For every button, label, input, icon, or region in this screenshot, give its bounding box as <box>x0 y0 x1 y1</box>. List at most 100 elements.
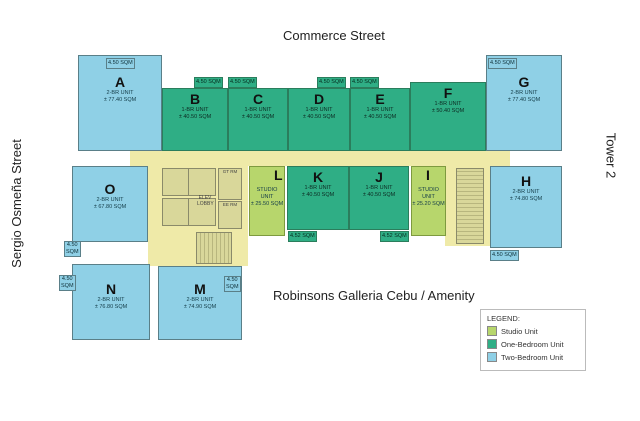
unit-k[interactable]: K 1-BR UNIT ± 40.50 SQM <box>287 166 349 230</box>
balcony-m-unit: SQM <box>226 284 239 290</box>
unit-i-type: STUDIO UNIT <box>418 187 439 200</box>
legend-item-studio: Studio Unit <box>487 326 585 336</box>
unit-l-area: ± 25.50 SQM <box>250 201 284 207</box>
unit-b-area: ± 40.50 SQM <box>178 114 212 120</box>
street-label-top: Commerce Street <box>283 28 385 43</box>
legend-item-two-bedroom: Two-Bedroom Unit <box>487 352 585 362</box>
balcony-c: 4.50 SQM <box>228 77 257 88</box>
unit-e-area: ± 40.50 SQM <box>363 114 397 120</box>
elev-lobby-label: ELEV LOBBY <box>197 195 214 207</box>
unit-e-letter: E <box>375 91 385 107</box>
unit-a-letter: A <box>114 74 126 90</box>
unit-e-type: 1-BR UNIT <box>366 107 394 113</box>
unit-f-area: ± 50.40 SQM <box>431 108 465 114</box>
legend-swatch-one-bedroom <box>487 339 497 349</box>
utility-room-1-label: GT RM <box>222 169 238 174</box>
balcony-d: 4.50 SQM <box>317 77 346 88</box>
unit-g[interactable]: G 2-BR UNIT ± 77.40 SQM <box>486 55 562 151</box>
unit-b[interactable]: B 1-BR UNIT ± 40.50 SQM <box>162 88 228 151</box>
legend-swatch-studio <box>487 326 497 336</box>
unit-l-type: STUDIO UNIT <box>256 187 278 200</box>
unit-o[interactable]: O 2-BR UNIT ± 67.80 SQM <box>72 166 148 242</box>
legend-title: LEGEND: <box>487 314 520 323</box>
unit-k-area: ± 40.50 SQM <box>301 192 335 198</box>
stairs-left <box>196 232 232 264</box>
unit-j-area: ± 40.50 SQM <box>362 192 396 198</box>
elevator-2 <box>162 198 190 226</box>
balcony-k: 4.52 SQM <box>288 231 317 242</box>
unit-m-area: ± 74.90 SQM <box>183 304 217 310</box>
unit-k-type: 1-BR UNIT <box>304 185 332 191</box>
unit-d-letter: D <box>313 91 325 107</box>
balcony-e: 4.50 SQM <box>350 77 379 88</box>
unit-g-area: ± 77.40 SQM <box>507 97 541 103</box>
unit-m-type: 2-BR UNIT <box>186 297 214 303</box>
legend-item-one-bedroom: One-Bedroom Unit <box>487 339 585 349</box>
unit-h-type: 2-BR UNIT <box>512 189 540 195</box>
legend-label-two-bedroom: Two-Bedroom Unit <box>501 352 564 362</box>
unit-h[interactable]: H 2-BR UNIT ± 74.80 SQM <box>490 166 562 248</box>
street-label-right: Tower 2 <box>603 132 619 179</box>
unit-n-letter: N <box>105 281 117 297</box>
street-label-bottom: Robinsons Galleria Cebu / Amenity <box>273 288 475 303</box>
unit-j-letter: J <box>375 169 383 185</box>
street-label-left: Sergio Osmeña Street <box>8 139 24 268</box>
legend-label-one-bedroom: One-Bedroom Unit <box>501 339 564 349</box>
unit-b-type: 1-BR UNIT <box>181 107 209 113</box>
utility-room-2: EE RM <box>218 201 242 229</box>
unit-l[interactable]: L STUDIO UNIT ± 25.50 SQM <box>249 166 285 236</box>
unit-d-type: 1-BR UNIT <box>305 107 333 113</box>
unit-c[interactable]: C 1-BR UNIT ± 40.50 SQM <box>228 88 288 151</box>
unit-n-type: 2-BR UNIT <box>97 297 125 303</box>
unit-c-type: 1-BR UNIT <box>244 107 272 113</box>
unit-g-type: 2-BR UNIT <box>510 90 538 96</box>
unit-o-type: 2-BR UNIT <box>96 197 124 203</box>
unit-f-letter: F <box>443 85 453 101</box>
balcony-a: 4.50 SQM <box>106 58 135 69</box>
corridor-horizontal <box>130 151 510 166</box>
unit-d[interactable]: D 1-BR UNIT ± 40.50 SQM <box>288 88 350 151</box>
stairs-right <box>456 168 484 244</box>
balcony-o-num: 4.50 <box>66 242 78 248</box>
unit-a-type: 2-BR UNIT <box>106 90 134 96</box>
unit-d-area: ± 40.50 SQM <box>302 114 336 120</box>
balcony-o-unit: SQM <box>66 249 79 255</box>
balcony-m-num: 4.50 <box>226 277 238 283</box>
unit-j[interactable]: J 1-BR UNIT ± 40.50 SQM <box>349 166 409 230</box>
balcony-g: 4.50 SQM <box>488 58 517 69</box>
utility-room-1: GT RM <box>218 168 242 200</box>
balcony-b: 4.50 SQM <box>194 77 223 88</box>
unit-b-letter: B <box>189 91 201 107</box>
unit-l-letter: L <box>274 167 283 183</box>
utility-room-2-label: EE RM <box>222 202 238 207</box>
unit-i[interactable]: I STUDIO UNIT ± 25.20 SQM <box>411 166 446 236</box>
legend-swatch-two-bedroom <box>487 352 497 362</box>
unit-m-letter: M <box>194 281 206 297</box>
unit-f[interactable]: F 1-BR UNIT ± 50.40 SQM <box>410 82 486 151</box>
elevator-4 <box>188 198 216 226</box>
unit-i-letter: I <box>426 167 430 183</box>
unit-i-area: ± 25.20 SQM <box>412 201 445 207</box>
unit-o-area: ± 67.80 SQM <box>93 204 127 210</box>
unit-g-letter: G <box>518 74 530 90</box>
elevator-1 <box>162 168 190 196</box>
unit-o-letter: O <box>104 181 116 197</box>
unit-k-letter: K <box>312 169 324 185</box>
balcony-j: 4.52 SQM <box>380 231 409 242</box>
legend-label-studio: Studio Unit <box>501 326 538 336</box>
legend: LEGEND: Studio Unit One-Bedroom Unit Two… <box>480 309 586 371</box>
balcony-h: 4.50 SQM <box>490 250 519 261</box>
unit-f-type: 1-BR UNIT <box>434 101 462 107</box>
balcony-n-num: 4.50 <box>61 276 73 282</box>
elevator-3 <box>188 168 216 196</box>
unit-j-type: 1-BR UNIT <box>365 185 393 191</box>
unit-n-area: ± 76.80 SQM <box>94 304 128 310</box>
balcony-n-unit: SQM <box>61 283 74 289</box>
unit-a[interactable]: A 2-BR UNIT ± 77.40 SQM <box>78 55 162 151</box>
unit-e[interactable]: E 1-BR UNIT ± 40.50 SQM <box>350 88 410 151</box>
unit-a-area: ± 77.40 SQM <box>103 97 137 103</box>
unit-n[interactable]: N 2-BR UNIT ± 76.80 SQM <box>72 264 150 340</box>
